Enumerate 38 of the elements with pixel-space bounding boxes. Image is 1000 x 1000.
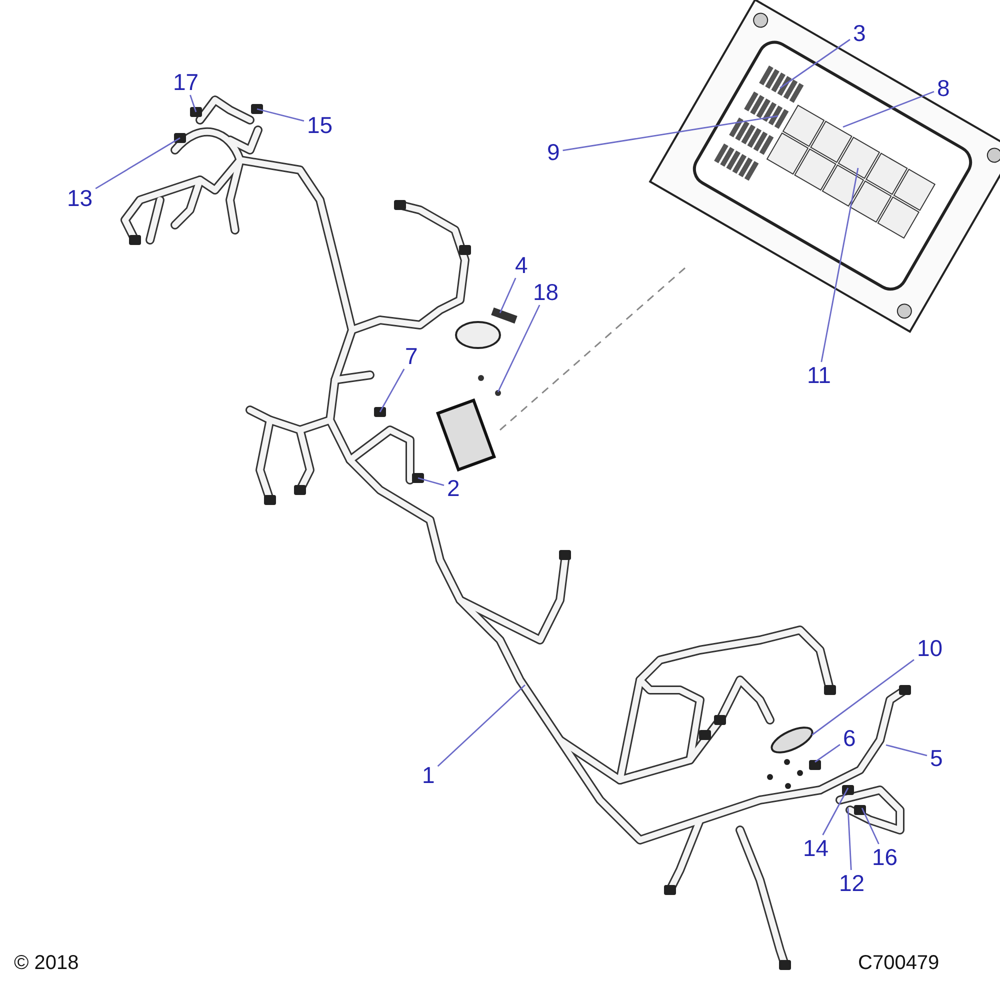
callout-number: 9 (546, 140, 561, 164)
callout-number: 14 (802, 836, 830, 860)
leader-line (190, 94, 197, 112)
leader-line (814, 744, 840, 763)
callout-number: 15 (306, 113, 334, 137)
leader-line (418, 477, 444, 486)
leader-line (842, 91, 934, 128)
callout-number: 10 (916, 636, 944, 660)
callout-number: 16 (871, 845, 899, 869)
callout-number: 2 (446, 476, 461, 500)
callout-number: 7 (404, 344, 419, 368)
leader-line (256, 108, 304, 122)
callout-number: 1 (421, 763, 436, 787)
leader-line (499, 278, 516, 314)
leader-line (822, 788, 849, 836)
callout-number: 4 (514, 253, 529, 277)
callout-number: 8 (936, 76, 951, 100)
callout-number: 13 (66, 186, 94, 210)
leader-line (497, 304, 540, 392)
leader-line (379, 368, 405, 412)
leader-line (820, 168, 859, 362)
figure-code: C700479 (858, 952, 940, 975)
leader-line (95, 137, 180, 190)
leader-line (847, 808, 852, 870)
leader-line (861, 808, 880, 844)
callout-number: 11 (806, 363, 832, 387)
leader-line (562, 115, 778, 152)
callout-number: 17 (172, 70, 200, 94)
callout-number: 6 (842, 726, 857, 750)
leader-line (780, 38, 850, 89)
leader-line (886, 744, 928, 756)
callout-number: 5 (929, 746, 944, 770)
leader-line (437, 684, 526, 767)
callout-number: 12 (838, 871, 866, 895)
callout-number: 3 (852, 21, 867, 45)
copyright-note: © 2018 (14, 952, 79, 975)
callout-number: 18 (532, 280, 560, 304)
leader-line (812, 659, 914, 736)
